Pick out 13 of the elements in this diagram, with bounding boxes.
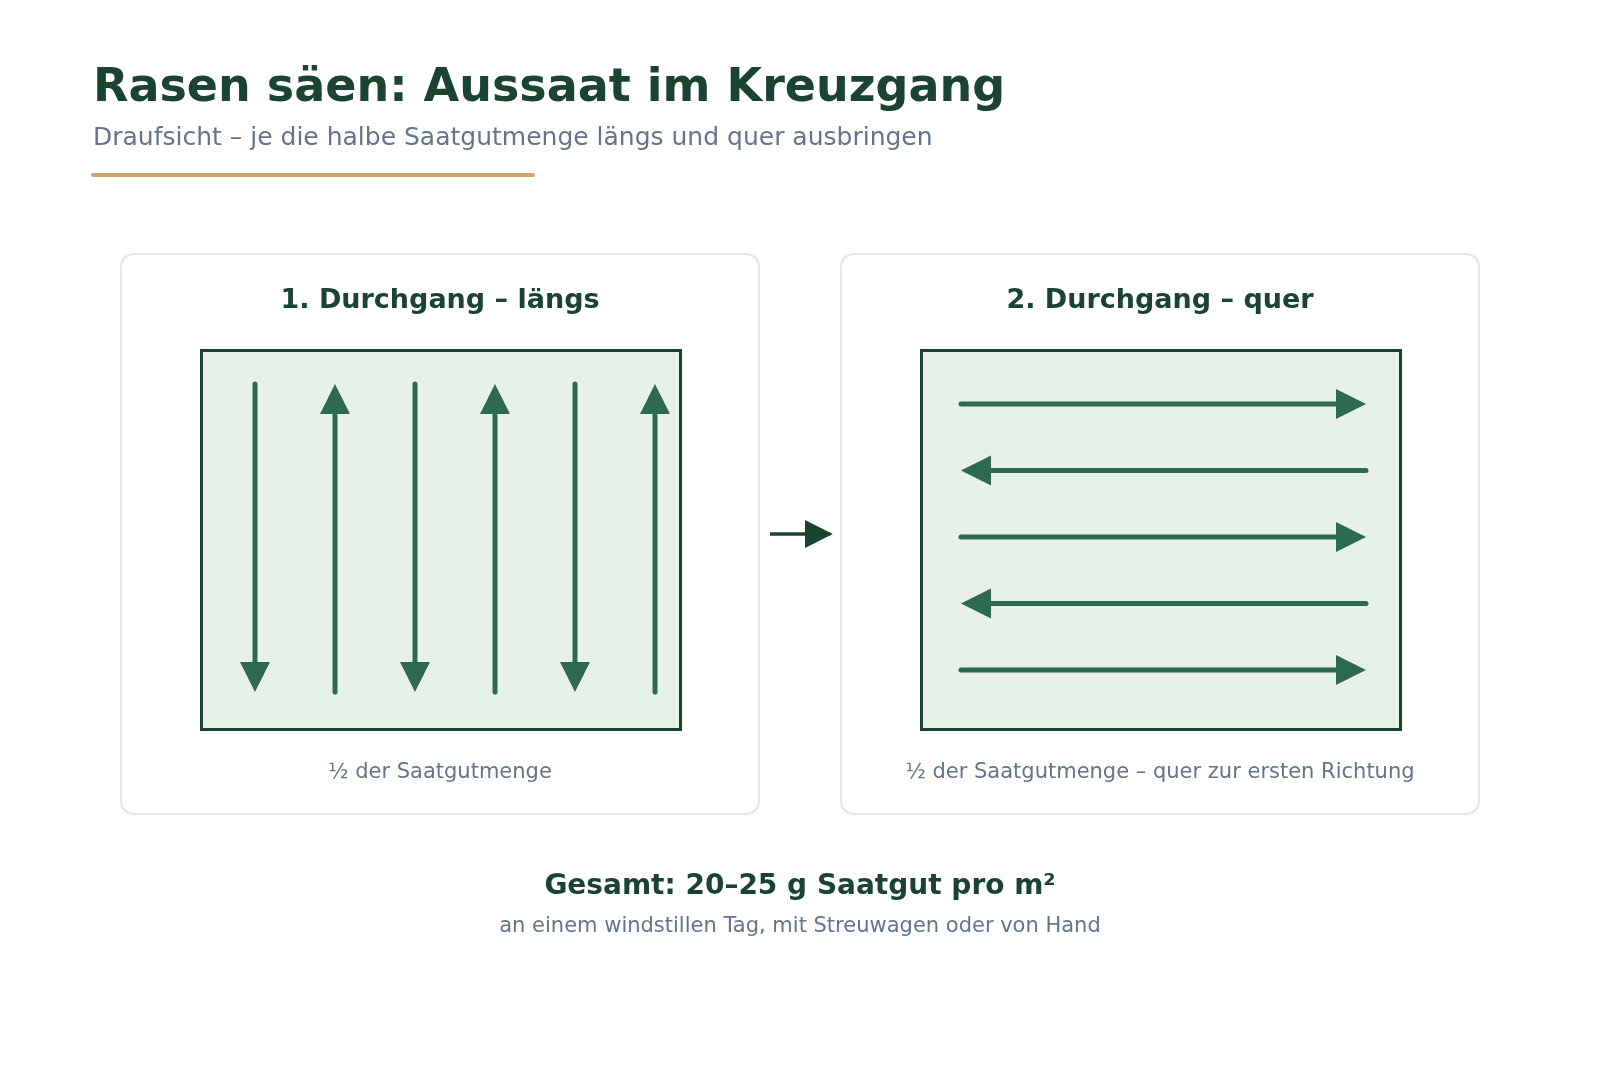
lawn-area: [200, 349, 682, 731]
lawn-area: [920, 349, 1402, 731]
panel-caption: ½ der Saatgutmenge – quer zur ersten Richtung: [904, 759, 1416, 783]
panel-heading: 1. Durchgang – längs: [279, 283, 601, 314]
subtitle: Draufsicht – je die halbe Saatgutmenge längs und quer ausbringen: [93, 122, 933, 151]
panel-heading: 2. Durchgang – quer: [1005, 283, 1315, 314]
note: an einem windstillen Tag, mit Streuwagen oder von Hand: [498, 913, 1102, 937]
panel-card: [840, 253, 1480, 815]
title: Rasen säen: Aussaat im Kreuzgang: [93, 58, 1006, 112]
total-note: Gesamt: 20–25 g Saatgut pro m²: [543, 868, 1057, 901]
arrow: [770, 520, 833, 548]
panel-card: [120, 253, 760, 815]
panel-caption: ½ der Saatgutmenge: [327, 759, 553, 783]
